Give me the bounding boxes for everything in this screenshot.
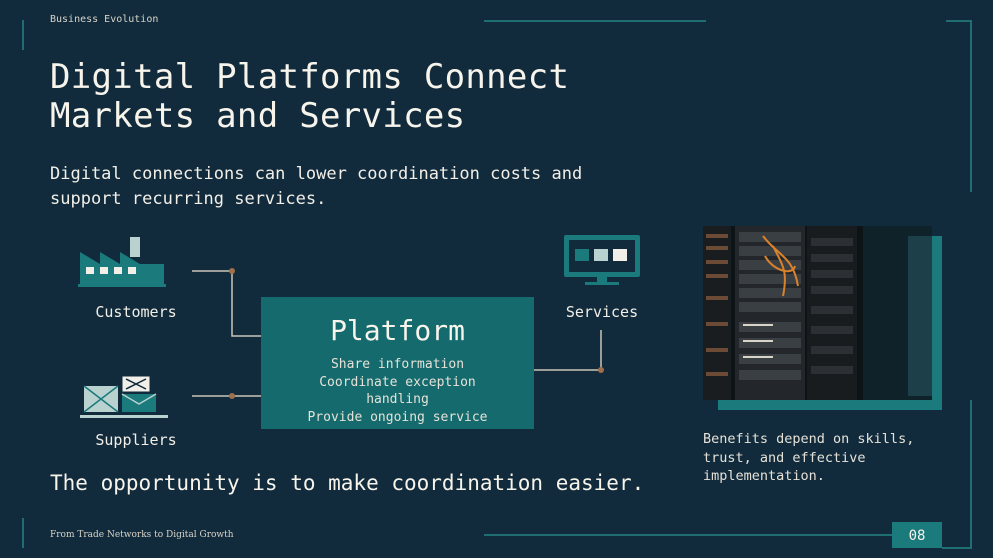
conclusion-text: The opportunity is to make coordination … — [50, 471, 645, 495]
frame-bottom-line — [484, 534, 892, 536]
services-label: Services — [565, 303, 639, 321]
server-rack-photo — [703, 226, 932, 400]
frame-left-bottom-line — [22, 518, 24, 548]
platform-list: Share information Coordinate exception h… — [261, 356, 534, 426]
services-connector — [534, 330, 602, 371]
frame-right-bottom-line — [970, 400, 972, 548]
factory-icon — [78, 237, 166, 287]
platform-item: Share information — [330, 357, 465, 372]
suppliers-label: Suppliers — [95, 431, 177, 449]
platform-item: Coordinate exception — [319, 374, 476, 390]
envelopes-icon — [80, 375, 168, 418]
section-label: Business Evolution — [50, 14, 159, 25]
platform-item: handling — [366, 392, 429, 407]
slide-subtitle: Digital connections can lower coordinati… — [50, 164, 583, 209]
frame-top-right-h — [946, 20, 971, 22]
customers-label: Customers — [95, 303, 177, 321]
frame-top-left-line — [22, 20, 24, 50]
frame-top-line — [484, 20, 706, 22]
monitor-icon — [564, 235, 640, 285]
slide-title: Digital Platforms Connect Markets and Se… — [50, 57, 570, 136]
platform-box: Platform Share information Coordinate ex… — [261, 297, 534, 429]
services-connector-dot — [598, 367, 604, 373]
footer-deck-title: From Trade Networks to Digital Growth — [50, 530, 234, 540]
frame-bottom-right-h — [942, 547, 972, 549]
frame-right-line — [970, 20, 972, 192]
platform-title: Platform — [330, 314, 465, 347]
suppliers-connector-dot — [229, 393, 235, 399]
page-number: 08 — [892, 522, 942, 548]
customers-connector-dot — [229, 268, 235, 274]
customers-connector — [192, 270, 261, 337]
photo-caption: Benefits depend on skills, trust, and ef… — [703, 431, 915, 484]
server-rack-illustration — [703, 226, 932, 400]
platform-item: Provide ongoing service — [307, 409, 488, 425]
